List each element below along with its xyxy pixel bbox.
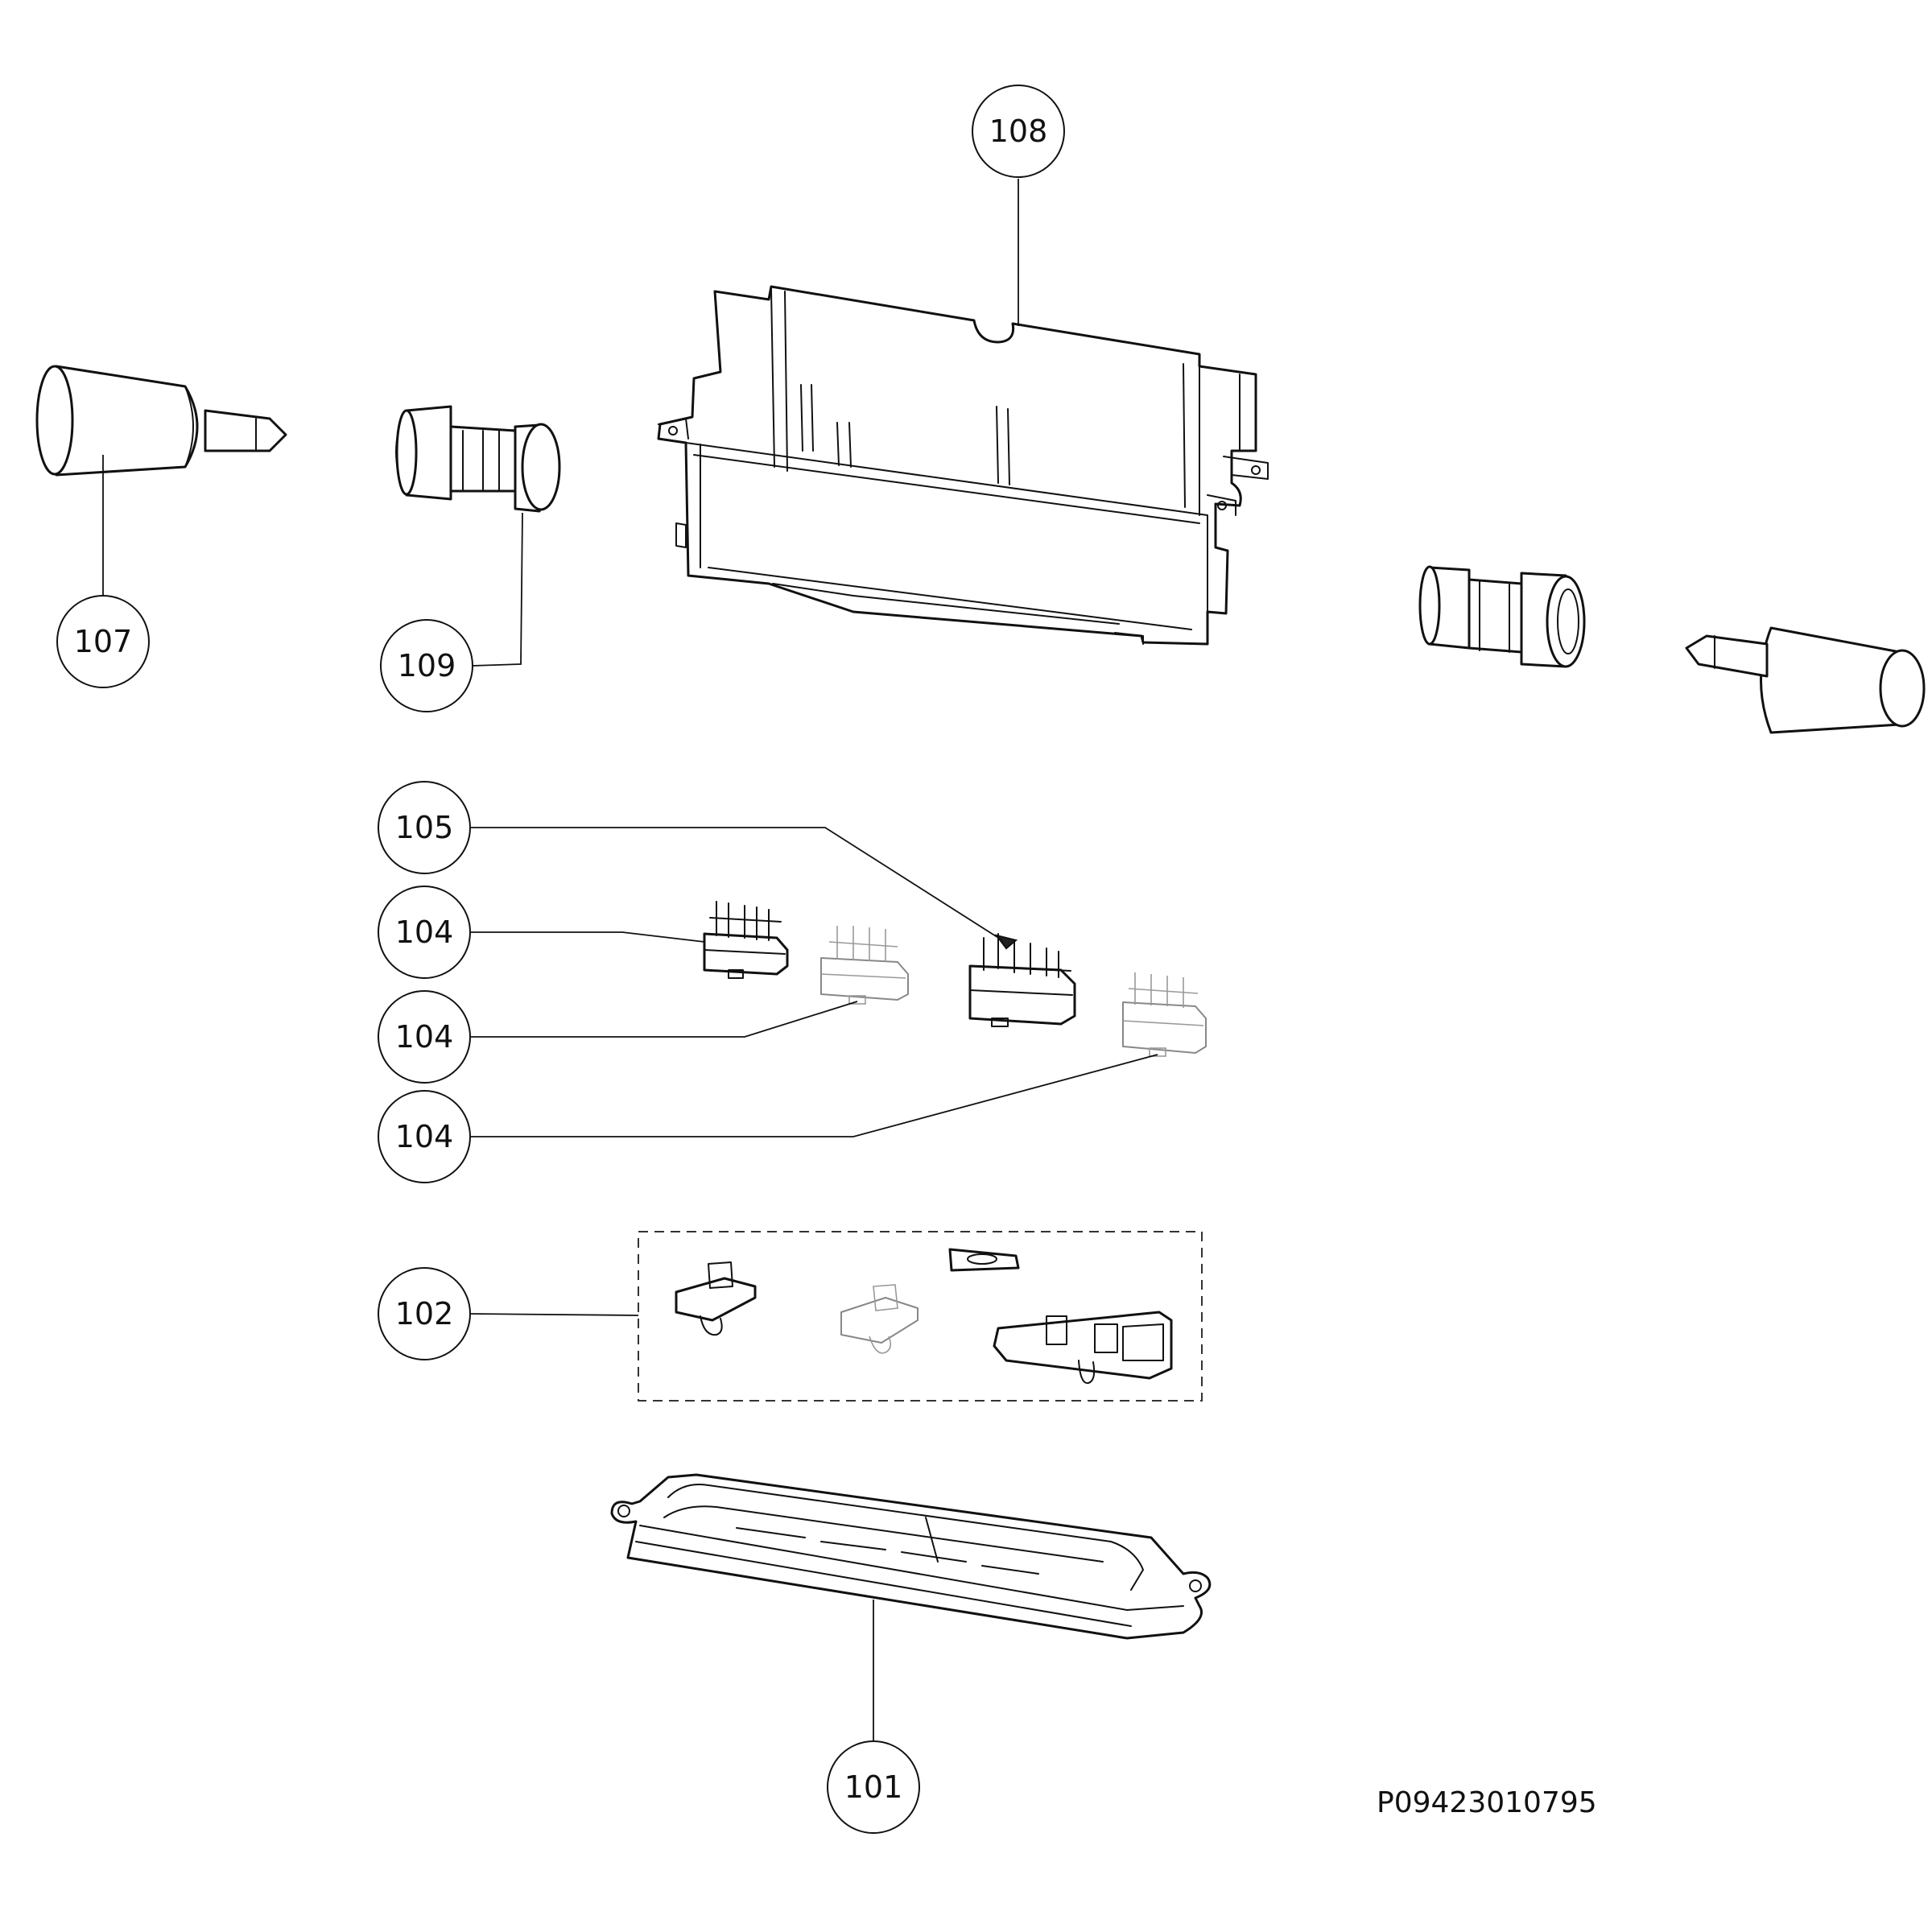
callout-104b-label: 104 xyxy=(395,1019,454,1055)
callout-102-label: 102 xyxy=(395,1296,454,1331)
part-107-knob-right[interactable] xyxy=(1685,626,1926,734)
callout-109[interactable]: 109 xyxy=(380,619,473,712)
callout-101-label: 101 xyxy=(844,1769,903,1805)
leader-104b xyxy=(471,1001,858,1038)
part-102-kit[interactable] xyxy=(638,1231,1203,1402)
document-code: P09423010795 xyxy=(1377,1786,1597,1819)
part-109-spacer-right[interactable] xyxy=(1418,565,1586,668)
callout-102[interactable]: 102 xyxy=(378,1267,471,1360)
callout-105-label: 105 xyxy=(395,810,454,845)
callout-104a[interactable]: 104 xyxy=(378,886,471,979)
leader-104c xyxy=(471,1054,1158,1137)
part-101-frame[interactable] xyxy=(610,1473,1212,1640)
callout-109-label: 109 xyxy=(398,648,456,683)
callout-107-label: 107 xyxy=(74,624,133,659)
leader-105 xyxy=(471,827,1003,941)
callout-108[interactable]: 108 xyxy=(972,85,1065,178)
leader-104a xyxy=(471,931,705,943)
part-102-group-box xyxy=(638,1231,1203,1402)
part-109-spacer-left[interactable] xyxy=(395,405,561,513)
leader-109 xyxy=(472,512,523,667)
callout-105[interactable]: 105 xyxy=(378,781,471,874)
callout-104a-label: 104 xyxy=(395,914,454,950)
part-104-switch-light-2[interactable] xyxy=(1122,972,1207,1057)
part-108-housing[interactable] xyxy=(657,285,1269,646)
callout-104c-label: 104 xyxy=(395,1119,454,1154)
callout-101[interactable]: 101 xyxy=(827,1740,920,1834)
callout-107[interactable]: 107 xyxy=(56,595,150,688)
part-104-switch-dark[interactable] xyxy=(703,901,789,979)
part-104-switch-light-1[interactable] xyxy=(820,926,909,1005)
callout-104b[interactable]: 104 xyxy=(378,990,471,1084)
leader-lines xyxy=(102,179,1158,1740)
callout-104c[interactable]: 104 xyxy=(378,1090,471,1183)
leader-102 xyxy=(470,1313,639,1316)
part-105-switch-large[interactable] xyxy=(968,933,1076,1027)
callout-108-label: 108 xyxy=(989,114,1048,149)
part-107-knob-left[interactable] xyxy=(35,365,287,477)
